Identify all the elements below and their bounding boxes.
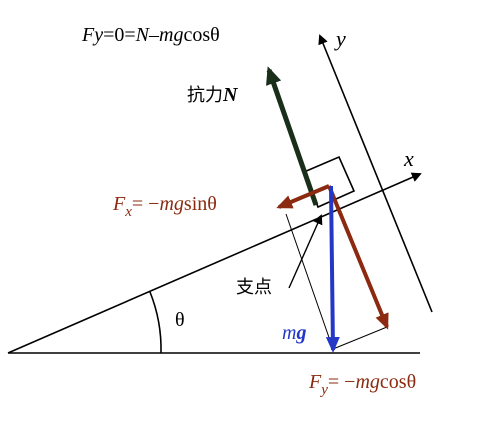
eq-theta: θ xyxy=(210,24,220,46)
fy-cos: cosθ xyxy=(380,371,416,393)
fy-label: Fy= −mgcosθ xyxy=(308,371,416,398)
incline-surface xyxy=(7,172,422,354)
mg-m: m xyxy=(282,322,296,344)
mg-g: g xyxy=(295,322,306,344)
fy-mg: mg xyxy=(355,371,379,393)
gravity-arrow xyxy=(325,185,340,353)
fx-f: F xyxy=(112,193,126,215)
fx-mg: mg xyxy=(159,193,183,215)
angle-label: θ xyxy=(175,309,185,331)
normal-symbol: N xyxy=(222,84,239,106)
guide-line-left xyxy=(285,213,334,350)
normal-prefix: 抗力 xyxy=(187,85,223,106)
normal-force-label: 抗力N xyxy=(187,84,239,106)
equation-fy: Fy=0=N–mgcosθ xyxy=(81,24,220,46)
normal-force-arrow xyxy=(266,66,319,206)
fx-sub: x xyxy=(124,204,132,220)
fy-eq: = − xyxy=(328,371,356,393)
fy-f: F xyxy=(308,371,322,393)
fx-label: Fx= −mgsinθ xyxy=(112,193,217,220)
y-axis xyxy=(318,34,433,313)
x-axis-label: x xyxy=(403,146,414,171)
eq-minus: – xyxy=(148,24,160,46)
fx-eq: = − xyxy=(132,193,160,215)
pivot-label: 支点 xyxy=(236,277,272,298)
guide-line-bottom xyxy=(332,326,388,350)
gravity-label: mg xyxy=(282,322,306,344)
eq-cos: cos xyxy=(183,24,210,46)
y-axis-label: y xyxy=(334,26,346,51)
eq-n: N xyxy=(135,24,151,46)
fy-sub: y xyxy=(319,382,328,398)
fx-sin: sinθ xyxy=(184,193,217,215)
eq-fy-equals: =0= xyxy=(103,24,136,46)
fy-arrow xyxy=(327,185,389,330)
fx-arrow xyxy=(276,184,330,209)
eq-mg: mg xyxy=(159,24,183,46)
angle-arc xyxy=(149,291,162,354)
eq-fy-symbol: Fy xyxy=(81,24,103,46)
pivot-pointer xyxy=(288,214,323,289)
